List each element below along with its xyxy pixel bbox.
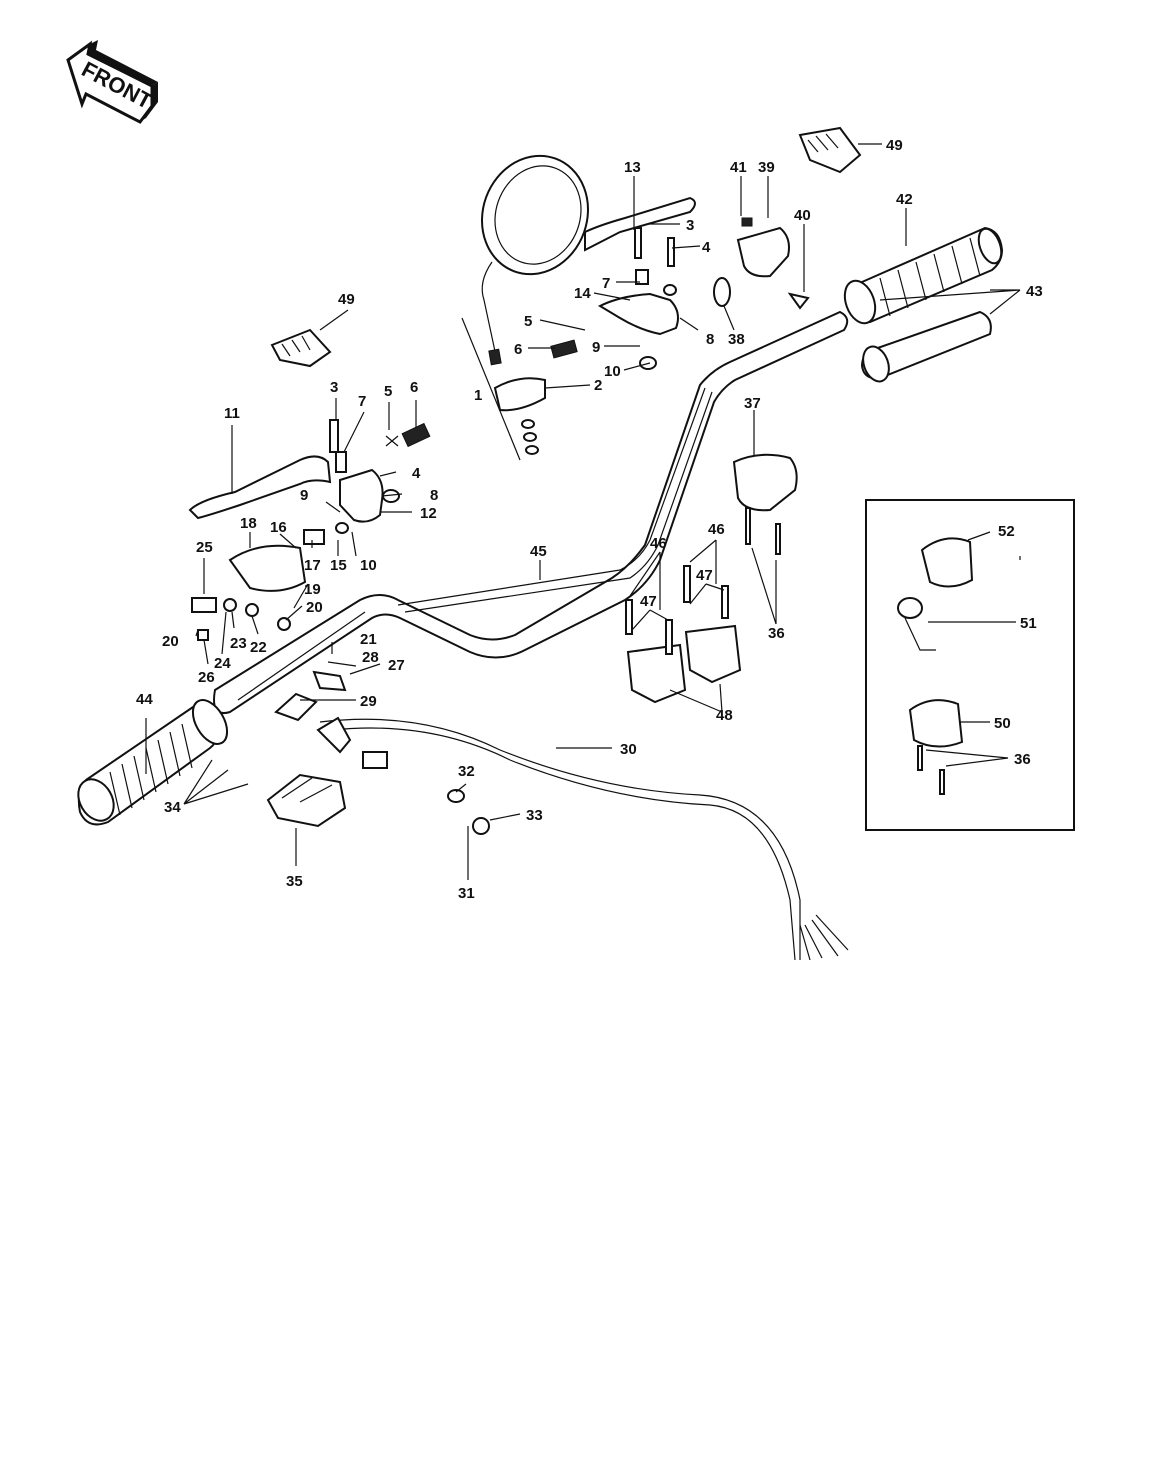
callout-20-right: 20 bbox=[306, 599, 323, 616]
callout-17: 17 bbox=[304, 557, 321, 574]
callout-47-right: 47 bbox=[696, 567, 713, 584]
callout-40: 40 bbox=[794, 207, 811, 224]
callout-7-left: 7 bbox=[358, 393, 366, 410]
callout-4-left: 4 bbox=[412, 465, 421, 482]
callout-19: 19 bbox=[304, 581, 321, 598]
callout-10-left: 10 bbox=[360, 557, 377, 574]
callout-35: 35 bbox=[286, 873, 303, 890]
callout-18: 18 bbox=[240, 515, 257, 532]
callout-42: 42 bbox=[896, 191, 913, 208]
callout-26: 26 bbox=[198, 669, 215, 686]
inset-box bbox=[865, 499, 1075, 831]
callout-36-inset: 36 bbox=[1014, 751, 1031, 768]
callout-22: 22 bbox=[250, 639, 267, 656]
callout-34: 34 bbox=[164, 799, 181, 816]
handlebar bbox=[213, 310, 849, 714]
leader-lines bbox=[145, 143, 1021, 880]
callout-24: 24 bbox=[214, 655, 231, 672]
switch-contacts-left bbox=[270, 328, 332, 368]
callout-4-right: 4 bbox=[702, 239, 711, 256]
callout-38: 38 bbox=[728, 331, 745, 348]
callout-16: 16 bbox=[270, 519, 287, 536]
callout-51: 51 bbox=[1020, 615, 1037, 632]
callout-33: 33 bbox=[526, 807, 543, 824]
callout-labels: 49 13 41 39 3 4 7 40 42 43 14 5 8 38 6 9… bbox=[136, 137, 1043, 902]
callout-8-right: 8 bbox=[706, 331, 714, 348]
callout-8-left: 8 bbox=[430, 487, 438, 504]
lower-clamps bbox=[625, 507, 781, 704]
callout-39: 39 bbox=[758, 159, 775, 176]
callout-43: 43 bbox=[1026, 283, 1043, 300]
left-switch-parts bbox=[191, 529, 347, 722]
callout-28: 28 bbox=[362, 649, 379, 666]
callout-31: 31 bbox=[458, 885, 475, 902]
front-arrow: FRONT bbox=[66, 40, 158, 124]
right-grip bbox=[843, 226, 1004, 325]
callout-49-left: 49 bbox=[338, 291, 355, 308]
callout-5-right: 5 bbox=[524, 313, 532, 330]
callout-52: 52 bbox=[998, 523, 1015, 540]
callout-29: 29 bbox=[360, 693, 377, 710]
wiring-harness bbox=[316, 716, 849, 961]
mirror-adapter bbox=[461, 317, 546, 461]
callout-27: 27 bbox=[388, 657, 405, 674]
right-switch-housing bbox=[713, 217, 810, 310]
callout-12: 12 bbox=[420, 505, 437, 522]
left-switch-housing bbox=[266, 773, 347, 828]
upper-clamp bbox=[732, 453, 798, 512]
callout-10-right: 10 bbox=[604, 363, 621, 380]
callout-30: 30 bbox=[620, 741, 637, 758]
callout-14: 14 bbox=[574, 285, 591, 302]
callout-3-left: 3 bbox=[330, 379, 338, 396]
switch-contacts-top bbox=[798, 126, 862, 174]
left-lever bbox=[188, 419, 431, 534]
callout-46-right: 46 bbox=[708, 521, 725, 538]
callout-36-center: 36 bbox=[768, 625, 785, 642]
callout-9-left: 9 bbox=[300, 487, 308, 504]
callout-23: 23 bbox=[230, 635, 247, 652]
callout-2: 2 bbox=[594, 377, 602, 394]
callout-44: 44 bbox=[136, 691, 153, 708]
callout-20-left: 20 bbox=[162, 633, 179, 650]
callout-37: 37 bbox=[744, 395, 761, 412]
callout-47-left: 47 bbox=[640, 593, 657, 610]
throttle-sleeve bbox=[860, 310, 992, 383]
callout-25: 25 bbox=[196, 539, 213, 556]
callout-45: 45 bbox=[530, 543, 547, 560]
callout-41: 41 bbox=[730, 159, 747, 176]
callout-7-right: 7 bbox=[602, 275, 610, 292]
left-grip bbox=[77, 699, 229, 826]
callout-13: 13 bbox=[624, 159, 641, 176]
callout-6-right: 6 bbox=[514, 341, 522, 358]
callout-49-top: 49 bbox=[886, 137, 903, 154]
callout-3-right: 3 bbox=[686, 217, 694, 234]
callout-9-right: 9 bbox=[592, 339, 600, 356]
callout-1: 1 bbox=[474, 387, 482, 404]
callout-21: 21 bbox=[360, 631, 377, 648]
callout-6-left: 6 bbox=[410, 379, 418, 396]
callout-46-left: 46 bbox=[650, 535, 667, 552]
callout-32: 32 bbox=[458, 763, 475, 780]
callout-48: 48 bbox=[716, 707, 733, 724]
callout-50: 50 bbox=[994, 715, 1011, 732]
mirror bbox=[481, 154, 589, 366]
callout-11: 11 bbox=[224, 405, 240, 422]
callout-15: 15 bbox=[330, 557, 347, 574]
callout-5-left: 5 bbox=[384, 383, 392, 400]
